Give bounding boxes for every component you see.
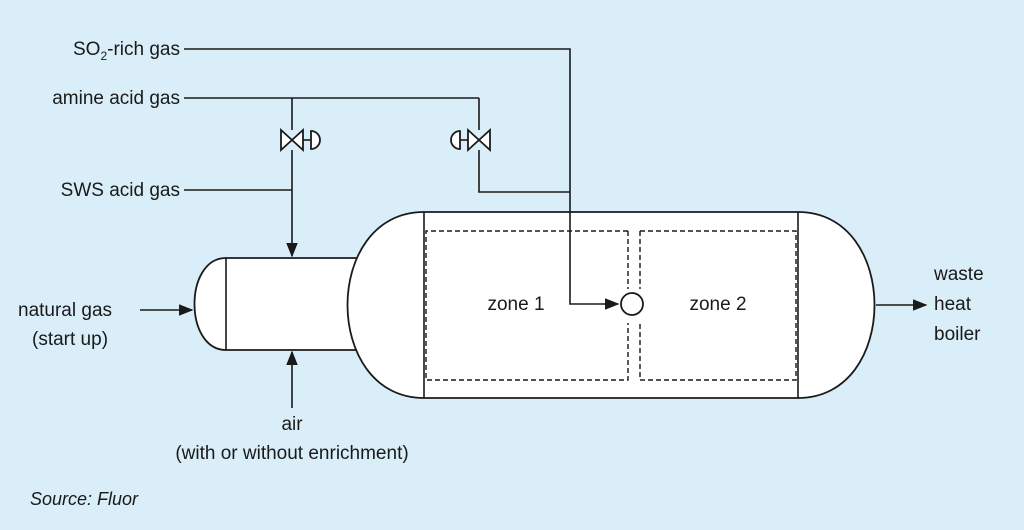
zone2-label: zone 2: [689, 294, 746, 315]
boiler-label: boiler: [934, 324, 981, 345]
source-caption: Source: Fluor: [30, 489, 139, 509]
zone1-outline: [425, 230, 629, 381]
air-label: air: [281, 414, 303, 435]
zone2-outline: [639, 230, 797, 381]
waste-label: waste: [933, 264, 984, 285]
so2-injection-nozzle: [620, 292, 644, 316]
burner-vessel: [193, 257, 361, 351]
start-up-label: (start up): [32, 329, 108, 350]
amine-acid-gas-label: amine acid gas: [52, 88, 180, 109]
so2-gas-line: [184, 48, 620, 310]
amine-gas-to-furnace: [478, 150, 570, 193]
heat-label: heat: [934, 294, 972, 315]
natural-gas-label: natural gas: [18, 300, 112, 321]
zone1-label: zone 1: [487, 294, 544, 315]
so2-rich-gas-label: SO2-rich gas: [73, 39, 180, 63]
control-valve-1: [280, 127, 321, 153]
enrichment-label: (with or without enrichment): [175, 443, 408, 464]
control-valve-2: [450, 127, 491, 153]
sws-acid-gas-label: SWS acid gas: [61, 180, 180, 201]
